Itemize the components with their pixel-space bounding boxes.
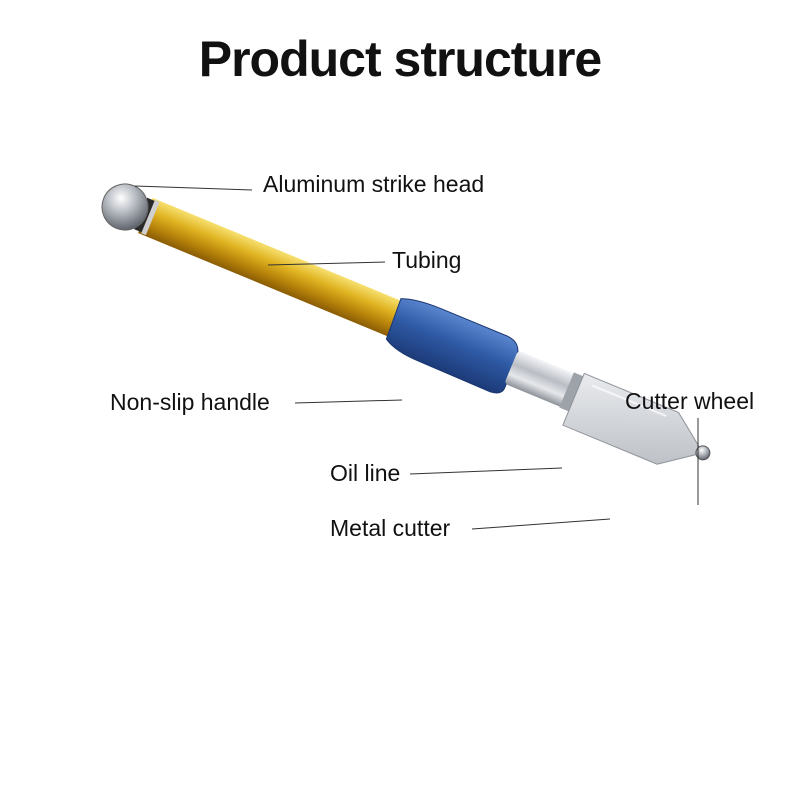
label-cutter-wheel: Cutter wheel [625,388,754,415]
glass-cutter-tool [91,173,722,481]
label-tubing: Tubing [392,247,461,274]
label-metal-cutter: Metal cutter [330,515,450,542]
leader-handle [295,400,402,403]
label-handle: Non-slip handle [110,389,270,416]
leader-metal-cutter [472,519,610,529]
leader-strike-head [135,186,252,190]
label-oil-line: Oil line [330,460,400,487]
leader-oil-line [410,468,562,474]
label-strike-head: Aluminum strike head [263,171,484,198]
blue-grip [381,293,523,396]
gold-tubing [138,198,416,342]
